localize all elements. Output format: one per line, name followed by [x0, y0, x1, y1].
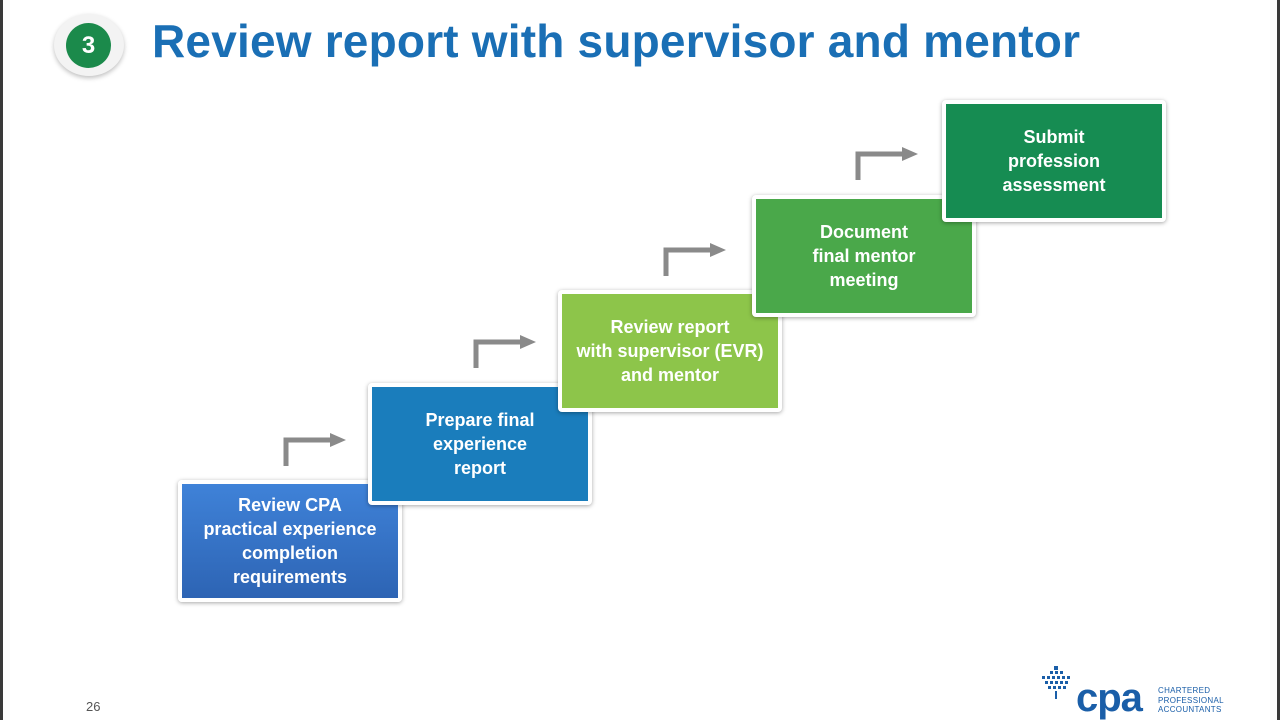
step-box-review-report: Review report with supervisor (EVR) and … — [558, 290, 782, 412]
step-box-prepare-report: Prepare final experience report — [368, 383, 592, 505]
cpa-logo: cpa CHARTERED PROFESSIONAL ACCOUNTANTS — [1036, 664, 1236, 720]
step-box-label: Submit profession assessment — [1002, 127, 1106, 195]
cpa-tagline: CHARTERED PROFESSIONAL ACCOUNTANTS — [1158, 686, 1224, 715]
page-number: 26 — [86, 699, 101, 714]
right-arrow-icon — [855, 147, 918, 180]
right-frame-border — [1277, 0, 1280, 720]
step-box-document-meeting: Document final mentor meeting — [752, 195, 976, 317]
step-box-review-requirements: Review CPA practical experience completi… — [178, 480, 402, 602]
right-arrow-icon — [473, 335, 536, 368]
cpa-tagline-line: PROFESSIONAL — [1158, 695, 1224, 705]
right-arrow-icon — [283, 433, 346, 466]
step-number-badge: 3 — [54, 14, 124, 76]
step-box-label: Document final mentor meeting — [812, 222, 916, 290]
cpa-tagline-line: ACCOUNTANTS — [1158, 705, 1222, 714]
left-frame-border — [0, 0, 3, 720]
page-title: Review report with supervisor and mentor — [152, 15, 1081, 67]
cpa-tagline-line: CHARTERED — [1158, 686, 1211, 695]
step-box-label: Review report with supervisor (EVR) and … — [576, 317, 764, 385]
right-arrow-icon — [663, 243, 726, 276]
step-box-submit-assessment: Submit profession assessment — [942, 100, 1166, 222]
cpa-wordmark: cpa — [1076, 676, 1143, 720]
step-number: 3 — [66, 23, 111, 68]
step-box-label: Prepare final experience report — [425, 410, 535, 478]
step-box-label: Review CPA practical experience completi… — [203, 495, 377, 587]
maple-leaf-icon — [1042, 666, 1070, 699]
